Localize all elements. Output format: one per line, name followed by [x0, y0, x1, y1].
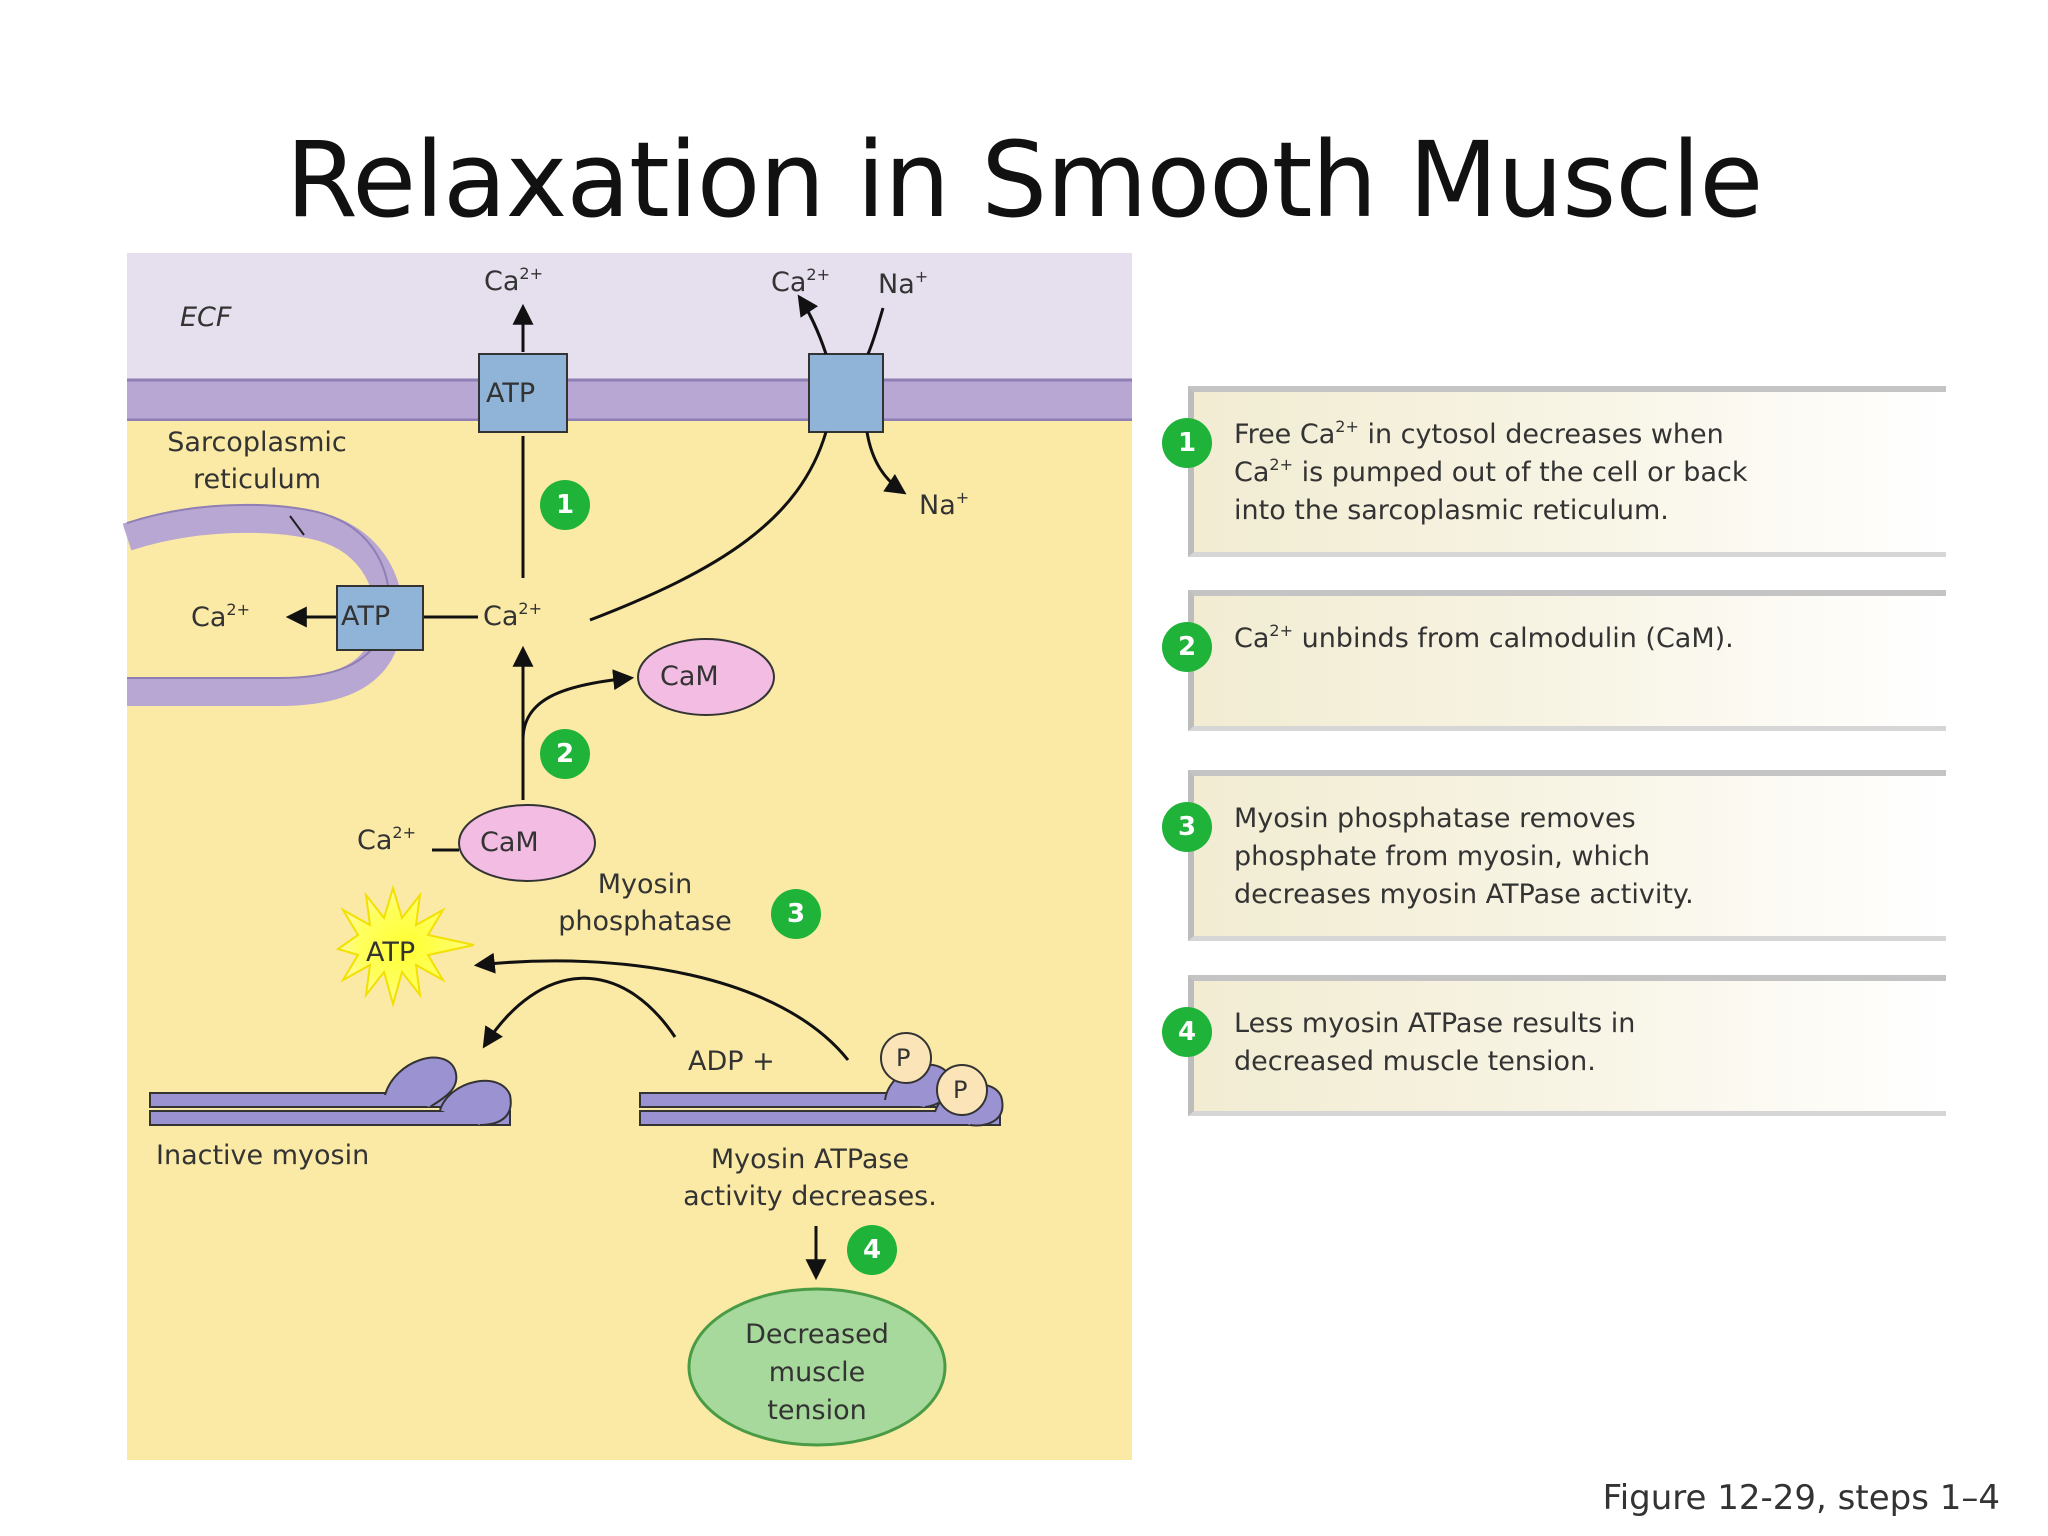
- cytosol-region: [127, 421, 1132, 1460]
- phosphate-label-1: P: [896, 1044, 911, 1072]
- ecf-region: [127, 253, 1132, 381]
- na-in-label: Na+: [878, 267, 929, 301]
- phosphate-icon: [880, 1032, 932, 1084]
- step-badge-1: 1: [1162, 418, 1212, 468]
- diagram-badge-3: 3: [771, 889, 821, 939]
- inactive-myosin-label: Inactive myosin: [156, 1140, 370, 1171]
- step-text-2: Ca2+ unbinds from calmodulin (CaM).: [1234, 621, 1734, 655]
- atp-pump-label: ATP: [486, 378, 536, 409]
- diagram-badge-1: 1: [540, 480, 590, 530]
- step-text-3: Myosin phosphatase removes phosphate fro…: [1234, 803, 1694, 910]
- ca-out-label: Ca2+: [484, 264, 543, 298]
- cam-free-label: CaM: [660, 661, 719, 692]
- adp-plus-label: ADP +: [688, 1046, 775, 1077]
- ca-center-label: Ca2+: [483, 599, 542, 633]
- atp-pump-icon: [478, 353, 568, 433]
- cam-free-ellipse: [637, 638, 775, 716]
- step-box-1: 1 Free Ca2+ in cytosol decreases when Ca…: [1162, 386, 1946, 557]
- sr-atp-pump-label: ATP: [341, 601, 391, 632]
- step-badge-2: 2: [1162, 622, 1212, 672]
- diagram-badge-4: 4: [847, 1225, 897, 1275]
- atp-burst-icon: [335, 884, 475, 1008]
- decreased-tension-ellipse: [687, 1287, 947, 1447]
- membrane: [127, 380, 1132, 420]
- ecf-label: ECF: [180, 302, 232, 333]
- step-badge-4: 4: [1162, 1007, 1212, 1057]
- sarcoplasmic-reticulum: [122, 504, 404, 706]
- inactive-myosin-icon: [149, 1056, 512, 1126]
- ca-sr-label: Ca2+: [191, 600, 250, 634]
- sr-atp-pump-icon: [336, 585, 424, 651]
- step-badge-3: 3: [1162, 802, 1212, 852]
- ca-exchanger-label: Ca2+: [771, 265, 830, 299]
- step-box-2: 2 Ca2+ unbinds from calmodulin (CaM).: [1162, 590, 1946, 731]
- exchanger-icon: [808, 353, 884, 433]
- atp-burst-label: ATP: [366, 937, 416, 968]
- cam-bound-ellipse: [458, 804, 596, 882]
- cam-bound-label: CaM: [480, 827, 539, 858]
- slide-title: Relaxation in Smooth Muscle: [285, 119, 1764, 241]
- phosphate-icon-2: [936, 1064, 988, 1116]
- na-out-label: Na+: [919, 488, 970, 522]
- step-text-4: Less myosin ATPase results in decreased …: [1234, 1008, 1636, 1077]
- diagram-badge-2: 2: [540, 729, 590, 779]
- figure-caption: Figure 12-29, steps 1–4: [1602, 1478, 2000, 1518]
- phosphate-label-2: P: [953, 1076, 968, 1104]
- step-text-1: Free Ca2+ in cytosol decreases when Ca2+…: [1234, 417, 1748, 527]
- step-box-3: 3 Myosin phosphatase removes phosphate f…: [1162, 770, 1946, 941]
- ca-bound-label: Ca2+: [357, 823, 416, 857]
- step-box-4: 4 Less myosin ATPase results in decrease…: [1162, 975, 1946, 1116]
